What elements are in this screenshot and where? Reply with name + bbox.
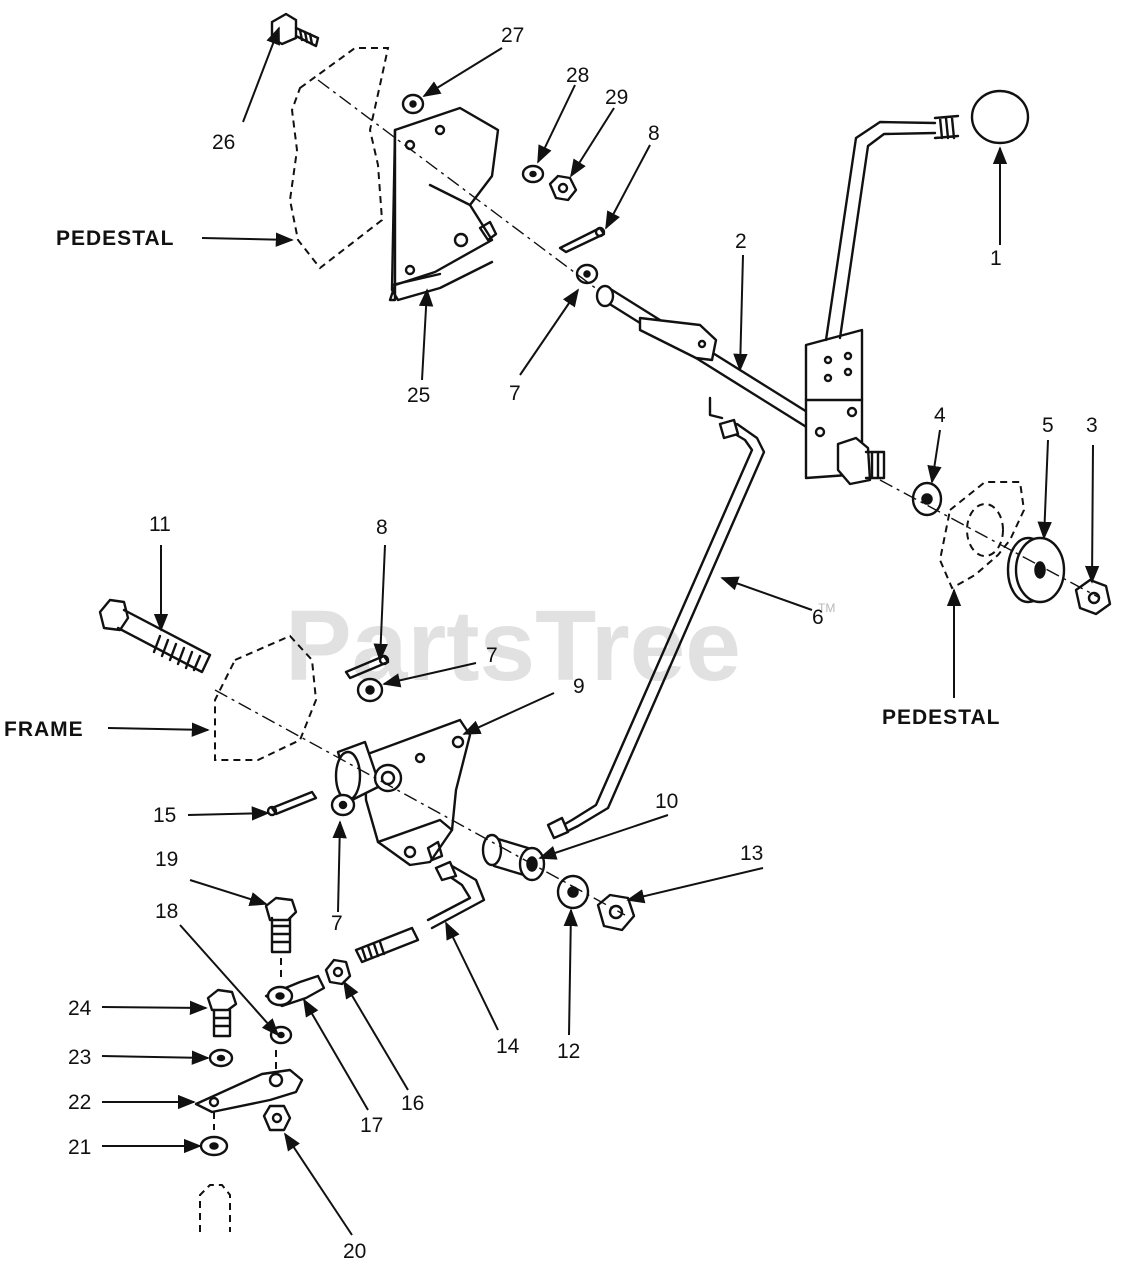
stud-pedestal-right	[836, 436, 886, 486]
callout-15: 15	[153, 804, 176, 827]
callout-8-mid: 8	[376, 516, 388, 539]
callout-20: 20	[343, 1240, 366, 1263]
frame-outline	[214, 634, 318, 761]
nut-3	[1074, 578, 1112, 616]
pedestal-right-outline	[938, 481, 1026, 590]
watermark-text: PartsTree	[285, 590, 741, 702]
callout-2: 2	[735, 230, 747, 253]
callout-23: 23	[68, 1046, 91, 1069]
callout-9: 9	[573, 675, 585, 698]
callout-12: 12	[557, 1040, 580, 1063]
nut-13	[596, 893, 636, 932]
link-17	[264, 974, 326, 1008]
stud-below-outline	[199, 1184, 231, 1232]
washer-27	[401, 93, 425, 115]
callout-22: 22	[68, 1091, 91, 1114]
centerline-right	[879, 479, 1101, 599]
label-frame: FRAME	[4, 718, 84, 741]
callout-16: 16	[401, 1092, 424, 1115]
callout-13: 13	[740, 842, 763, 865]
callout-21: 21	[68, 1136, 91, 1159]
callout-29: 29	[605, 86, 628, 109]
nut-20	[262, 1104, 292, 1132]
callout-27: 27	[501, 24, 524, 47]
nut-16	[324, 958, 352, 986]
pedestal-top-outline	[288, 47, 390, 270]
knob-1	[970, 89, 1030, 145]
nut-29	[548, 174, 578, 202]
washer-23	[208, 1048, 234, 1068]
callout-14: 14	[496, 1035, 520, 1058]
bracket-25	[388, 106, 500, 302]
callout-7-mid: 7	[486, 644, 498, 667]
washer-28	[521, 164, 545, 184]
centerline-lower	[214, 689, 626, 916]
cotter-pin-8-top	[558, 226, 606, 254]
callout-19: 19	[155, 848, 178, 871]
callout-26: 26	[212, 131, 235, 154]
bushing-5	[1006, 536, 1066, 604]
callout-3: 3	[1086, 414, 1098, 437]
callout-6: 6	[812, 606, 824, 629]
washer-7-low	[330, 793, 356, 817]
stud-16	[354, 926, 420, 964]
label-pedestal-right: PEDESTAL	[882, 706, 1000, 729]
bolt-11	[98, 598, 212, 674]
spacer-10	[481, 833, 546, 882]
label-pedestal-top: PEDESTAL	[56, 227, 174, 250]
callout-18: 18	[155, 900, 178, 923]
callout-7-top: 7	[509, 382, 521, 405]
callout-24: 24	[68, 997, 92, 1020]
washer-7-top	[575, 263, 599, 285]
callout-25: 25	[407, 384, 430, 407]
shift-shaft-2	[595, 284, 822, 430]
cotter-pin-15	[266, 790, 318, 817]
washer-21	[199, 1135, 229, 1157]
callout-7-low: 7	[331, 912, 343, 935]
callout-5: 5	[1042, 414, 1054, 437]
callout-11: 11	[149, 513, 171, 536]
shift-rod-6	[556, 422, 766, 836]
washer-4	[911, 481, 943, 517]
callout-4: 4	[934, 404, 946, 427]
callout-1: 1	[990, 247, 1002, 270]
watermark-trademark: TM	[818, 601, 835, 615]
lever-bracket-9	[334, 718, 472, 867]
bolt-19	[264, 896, 298, 954]
callout-17: 17	[360, 1114, 383, 1137]
leader-lines	[101, 26, 1100, 1236]
bolt-24	[206, 988, 238, 1038]
plate-22	[194, 1068, 304, 1114]
callout-28: 28	[566, 64, 589, 87]
callout-8-top: 8	[648, 122, 660, 145]
callout-10: 10	[655, 790, 678, 813]
centerline-top	[317, 79, 599, 291]
washer-12	[556, 874, 590, 910]
washer-7-mid	[356, 677, 384, 703]
